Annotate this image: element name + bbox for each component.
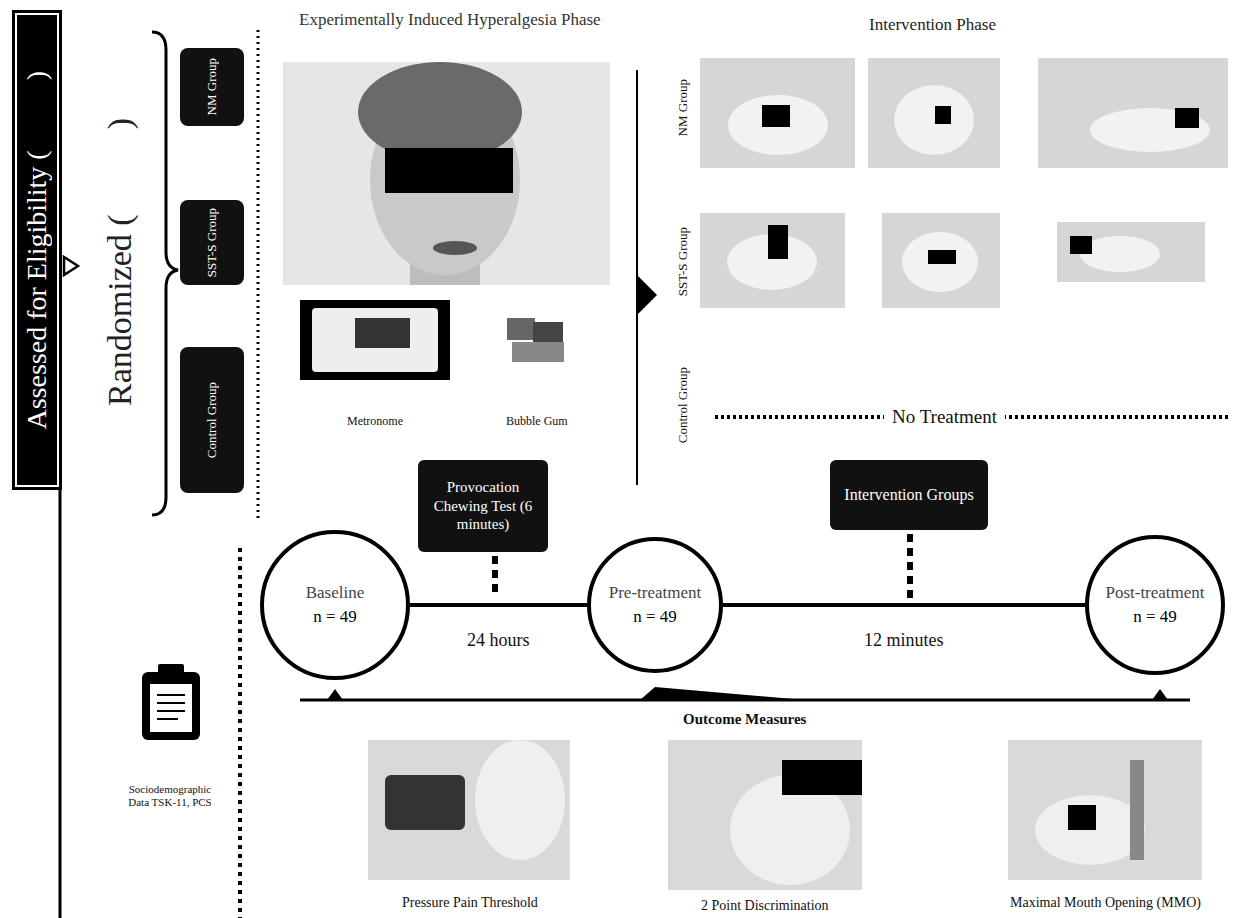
dotted-divider (238, 548, 242, 918)
treatment-photo (700, 58, 855, 168)
group-box: Control Group (180, 347, 244, 493)
node-title: Baseline (306, 582, 365, 604)
metronome-photo (300, 300, 450, 380)
censor-bar (385, 148, 513, 193)
photo-figure (1090, 108, 1210, 152)
censor-bar (782, 760, 862, 795)
censor-bar (762, 105, 790, 127)
measure-photo (668, 740, 862, 890)
treatment-photo (882, 213, 1000, 308)
image-caption: Metronome (347, 414, 403, 428)
face-photo (283, 62, 610, 285)
algometer (385, 775, 465, 830)
row-label: SST-S Group (675, 227, 691, 296)
censor-bar (1070, 236, 1092, 254)
censor-bar (1175, 108, 1199, 128)
node-title: NM Group (204, 58, 220, 115)
ruler (1130, 760, 1144, 860)
photo-hair (358, 62, 522, 162)
photo-figure (902, 232, 978, 292)
photo-figure (728, 95, 828, 155)
gum-piece (507, 318, 535, 340)
dotted-divider (257, 30, 260, 520)
photo-figure (894, 85, 974, 155)
clipboard-clip (158, 664, 184, 676)
brace (152, 32, 178, 515)
node-title: Pre-treatment (609, 582, 702, 604)
pointer-triangle (64, 257, 78, 275)
gum-piece (512, 342, 564, 362)
process-box: Provocation Chewing Test (6 minutes) (418, 460, 548, 552)
treatment-photo (700, 213, 845, 308)
duration-label: 24 hours (467, 630, 530, 652)
phase-heading: Experimentally Induced Hyperalgesia Phas… (299, 10, 601, 30)
measure-photo (1008, 740, 1202, 880)
duration-label: 12 minutes (864, 630, 944, 652)
data-note: Sociodemographic Data TSK-11, PCS (120, 783, 220, 809)
timepoint-circle: Baselinen = 49 (260, 530, 410, 680)
process-box: Intervention Groups (830, 460, 988, 530)
photo-mouth (433, 241, 477, 255)
measure-caption: 2 Point Discrimination (701, 898, 829, 915)
row-label: NM Group (675, 79, 691, 136)
node-title: Post-treatment (1105, 582, 1204, 604)
treatment-photo (1057, 222, 1205, 282)
metronome-screen (355, 318, 410, 348)
node-subtitle: n = 49 (313, 606, 357, 628)
timeline-connector (723, 603, 1085, 607)
phase-heading: Intervention Phase (869, 15, 996, 35)
timepoint-circle: Post-treatmentn = 49 (1085, 535, 1225, 675)
measure-caption: Maximal Mouth Opening (MMO) (1010, 895, 1201, 912)
section-heading: Outcome Measures (683, 710, 806, 728)
censor-bar (935, 106, 951, 124)
node-title: SST-S Group (204, 208, 220, 277)
no-treatment-label: No Treatment (884, 406, 1005, 429)
dashed-link (907, 534, 913, 598)
measure-caption: Pressure Pain Threshold (402, 895, 538, 912)
node-subtitle: n = 49 (1133, 606, 1177, 628)
timeline-marker (327, 689, 343, 700)
phase-arrow (637, 275, 657, 315)
clipboard-line (157, 702, 185, 704)
node-title: Intervention Groups (844, 485, 973, 505)
censor-bar (928, 250, 956, 264)
dashed-link (492, 556, 498, 598)
flow-line (59, 490, 62, 918)
timeline-marker (1152, 689, 1168, 700)
metronome-body (312, 308, 438, 372)
photo-figure (1035, 795, 1145, 865)
timepoint-circle: Pre-treatmentn = 49 (587, 537, 723, 673)
node-title: Control Group (204, 382, 220, 458)
group-box: NM Group (180, 48, 244, 126)
clipboard-line (157, 718, 178, 720)
node-subtitle: n = 49 (633, 606, 677, 628)
eligibility-bar: Assessed for Eligibility ( ) (12, 10, 62, 490)
timeline-marker (640, 687, 805, 700)
node-title: Provocation Chewing Test (6 minutes) (428, 478, 538, 534)
timeline-connector (410, 603, 587, 607)
photo-figure (475, 740, 565, 860)
row-label: Control Group (675, 367, 691, 443)
clipboard-line (157, 710, 185, 712)
measure-photo (368, 740, 570, 880)
group-box: SST-S Group (180, 200, 244, 285)
treatment-photo (1038, 58, 1228, 168)
censor-bar (768, 225, 788, 259)
treatment-photo (868, 58, 1000, 168)
censor-bar (1068, 805, 1096, 830)
node-title: Assessed for Eligibility ( ) (21, 71, 53, 430)
clipboard-line (157, 694, 185, 696)
clipboard-paper (150, 684, 192, 732)
stage-label: Randomized ( ) (100, 118, 141, 406)
image-caption: Bubble Gum (506, 414, 568, 428)
clipboard-icon (142, 672, 200, 740)
